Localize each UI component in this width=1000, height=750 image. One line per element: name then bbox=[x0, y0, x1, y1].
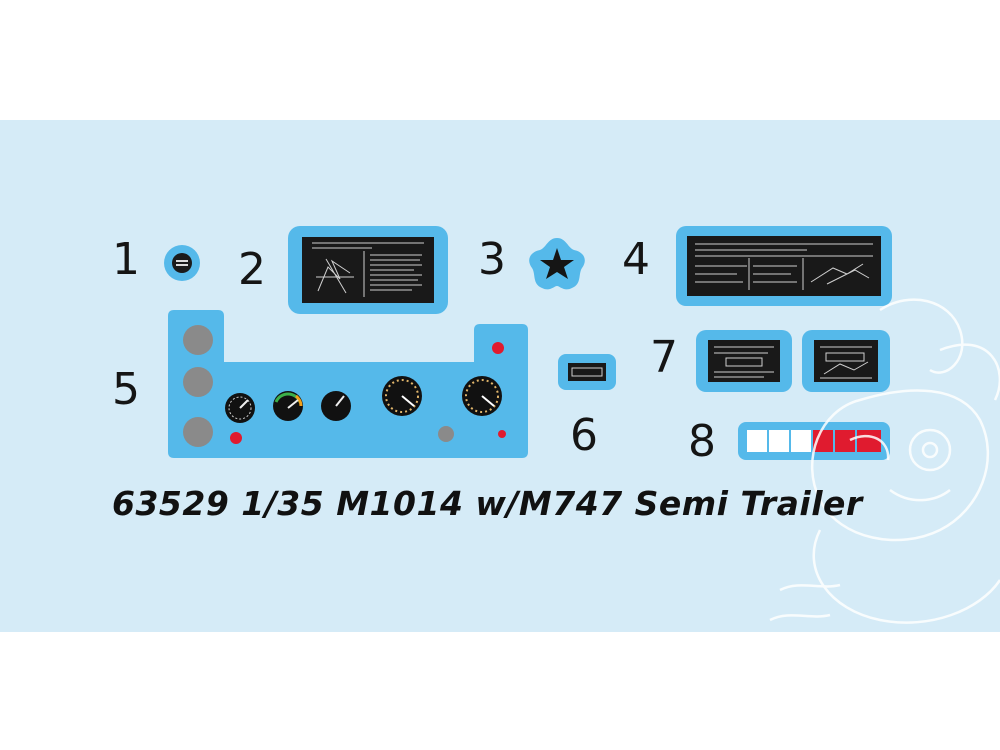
speedometer-icon bbox=[382, 376, 422, 416]
decal-4-data-plate bbox=[676, 226, 892, 306]
fuel-gauge-icon bbox=[273, 391, 303, 421]
indicator-light-icon bbox=[438, 426, 454, 442]
decal-1-round-badge-icon bbox=[164, 245, 200, 281]
decal-number-8: 8 bbox=[688, 416, 716, 467]
indicator-light-icon bbox=[230, 432, 242, 444]
data-plate-text-graphic bbox=[302, 237, 434, 303]
decal-number-4: 4 bbox=[622, 234, 650, 285]
data-plate-text-graphic bbox=[814, 340, 878, 382]
decal-number-6: 6 bbox=[570, 410, 598, 461]
decal-sheet: 1 2 3 4 bbox=[0, 120, 1000, 632]
decal-7-plate-a bbox=[696, 330, 792, 392]
decal-number-3: 3 bbox=[478, 234, 506, 285]
indicator-light-icon bbox=[498, 430, 506, 438]
decal-number-2: 2 bbox=[238, 244, 266, 295]
decal-2-data-plate bbox=[288, 226, 448, 314]
gauge-icon bbox=[225, 393, 255, 423]
gauge-icon bbox=[321, 391, 351, 421]
decal-number-7: 7 bbox=[650, 332, 678, 383]
star-icon bbox=[529, 238, 585, 290]
decal-7-plate-b bbox=[802, 330, 890, 392]
decal-5-instrument-panel bbox=[168, 310, 528, 458]
product-caption: 63529 1/35 M1014 w/M747 Semi Trailer bbox=[112, 484, 863, 523]
speedometer-icon bbox=[462, 376, 502, 416]
watermark-mascot-icon bbox=[769, 298, 1000, 624]
decal-8-reflector-strip bbox=[738, 422, 890, 460]
indicator-light-icon bbox=[492, 342, 504, 354]
data-plate-text-graphic bbox=[708, 340, 780, 382]
data-plate-text-graphic bbox=[687, 236, 881, 296]
decal-number-5: 5 bbox=[112, 364, 140, 415]
decal-number-1: 1 bbox=[112, 234, 140, 285]
decal-6-small-plate bbox=[558, 354, 616, 390]
small-plate-graphic bbox=[568, 363, 606, 381]
